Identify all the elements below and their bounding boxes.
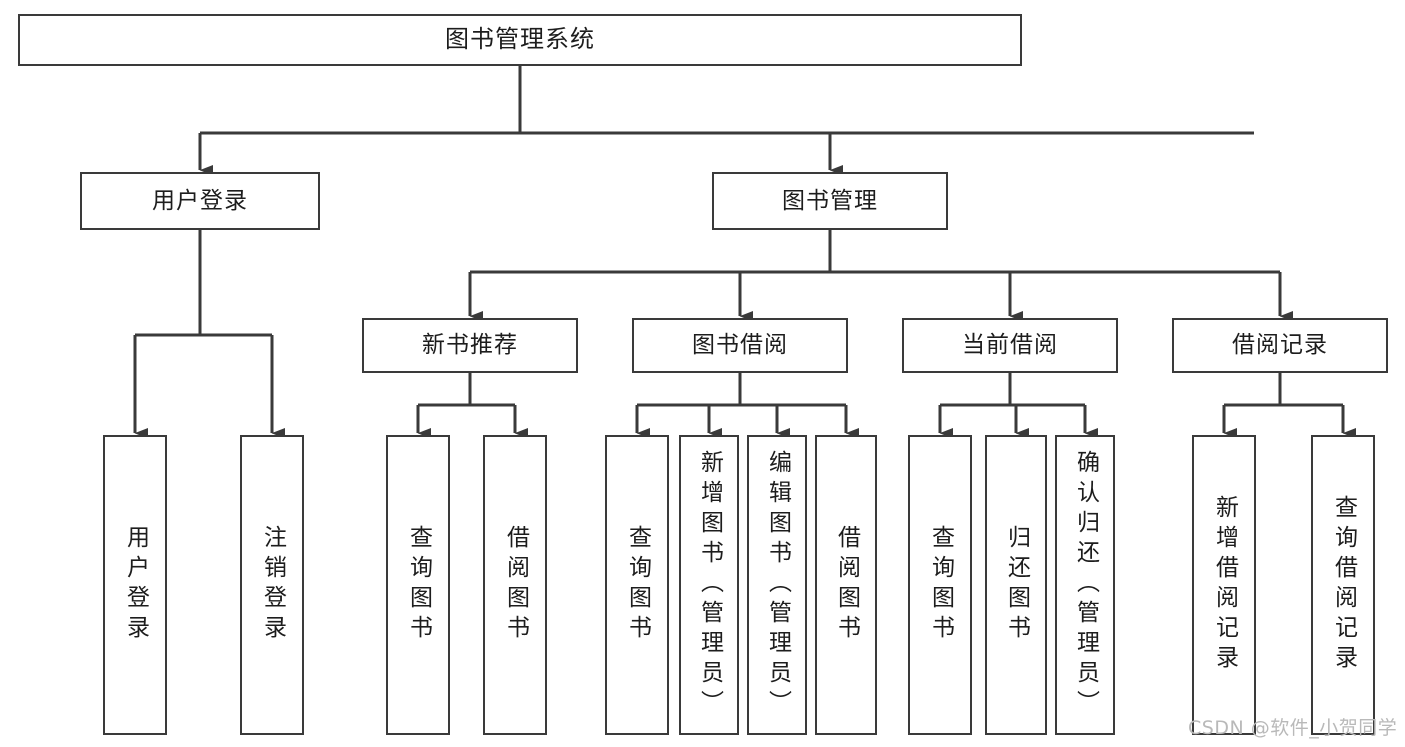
node-root-book-management-system[interactable]: 图书管理系统: [18, 14, 1022, 66]
node-label: 查询图书: [405, 525, 432, 645]
node-label: 新增借阅记录: [1211, 495, 1238, 675]
node-label: 查询图书: [927, 525, 954, 645]
node-current-borrowing[interactable]: 当前借阅: [902, 318, 1118, 373]
node-label: 图书借阅: [692, 332, 788, 359]
node-label: 用户登录: [152, 187, 248, 214]
node-label: 查询借阅记录: [1330, 495, 1357, 675]
node-leaf-query-books-borrow[interactable]: 查询图书: [605, 435, 669, 735]
node-label: 当前借阅: [962, 332, 1058, 359]
node-label: 借阅图书: [833, 525, 860, 645]
node-label: 图书管理: [782, 187, 878, 214]
node-label: 用户登录: [122, 525, 149, 645]
node-label: 图书管理系统: [445, 25, 595, 54]
node-leaf-borrow-books-new[interactable]: 借阅图书: [483, 435, 547, 735]
node-user-login[interactable]: 用户登录: [80, 172, 320, 230]
node-label: 注销登录: [259, 525, 286, 645]
node-leaf-user-login[interactable]: 用户登录: [103, 435, 167, 735]
node-leaf-query-books-current[interactable]: 查询图书: [908, 435, 972, 735]
node-leaf-edit-book-admin[interactable]: 编辑图书（管理员）: [747, 435, 807, 735]
node-label: 借阅记录: [1232, 332, 1328, 359]
node-new-book-recommendation[interactable]: 新书推荐: [362, 318, 578, 373]
node-label: 新增图书（管理员）: [696, 450, 723, 720]
node-label: 编辑图书（管理员）: [764, 450, 791, 720]
node-leaf-return-books[interactable]: 归还图书: [985, 435, 1047, 735]
node-book-borrowing[interactable]: 图书借阅: [632, 318, 848, 373]
node-book-management[interactable]: 图书管理: [712, 172, 948, 230]
node-leaf-query-borrowing-record[interactable]: 查询借阅记录: [1311, 435, 1375, 735]
node-label: 归还图书: [1003, 525, 1030, 645]
node-leaf-borrow-books[interactable]: 借阅图书: [815, 435, 877, 735]
node-leaf-add-borrowing-record[interactable]: 新增借阅记录: [1192, 435, 1256, 735]
node-borrowing-records[interactable]: 借阅记录: [1172, 318, 1388, 373]
node-label: 查询图书: [624, 525, 651, 645]
node-label: 新书推荐: [422, 332, 518, 359]
node-leaf-query-books-new[interactable]: 查询图书: [386, 435, 450, 735]
node-leaf-confirm-return-admin[interactable]: 确认归还（管理员）: [1055, 435, 1115, 735]
node-label: 借阅图书: [502, 525, 529, 645]
node-label: 确认归还（管理员）: [1072, 450, 1099, 720]
csdn-watermark: CSDN @软件_小贺同学: [1188, 717, 1398, 739]
node-leaf-add-book-admin[interactable]: 新增图书（管理员）: [679, 435, 739, 735]
node-leaf-logout[interactable]: 注销登录: [240, 435, 304, 735]
